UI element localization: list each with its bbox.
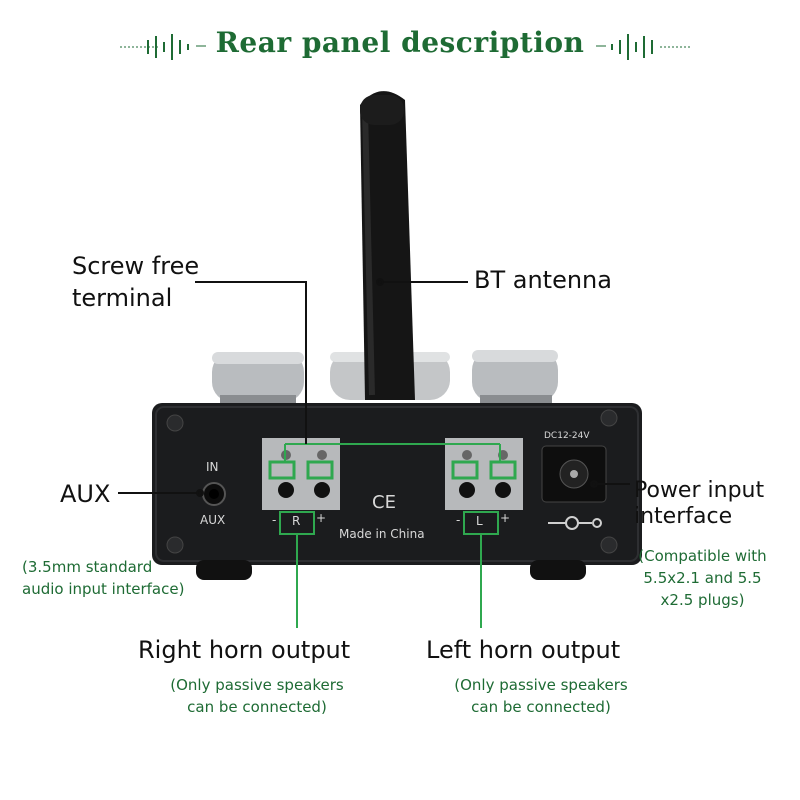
left-channel-label: L [476, 514, 483, 528]
right-terminal-block [262, 438, 340, 510]
made-in-label: Made in China [339, 527, 425, 541]
left-horn-note: (Only passive speakers can be connected) [428, 674, 654, 718]
dc-voltage-label: DC12-24V [544, 431, 590, 441]
left-minus-label: - [456, 513, 461, 527]
aux-label: AUX [60, 480, 111, 508]
dc-power-jack-icon [541, 445, 607, 503]
aux-note: (3.5mm standard audio input interface) [22, 556, 184, 600]
knob-left-icon [212, 352, 304, 407]
power-note-line2: 5.5x2.1 and 5.5 [643, 569, 762, 587]
right-horn-note-line2: can be connected) [187, 698, 327, 716]
left-plus-label: + [500, 511, 511, 525]
bt-antenna-icon [360, 91, 415, 400]
device-aux-label: AUX [200, 513, 226, 527]
right-minus-label: - [272, 513, 277, 527]
power-note: (Compatible with 5.5x2.1 and 5.5 x2.5 pl… [620, 545, 785, 611]
left-waveform-icon [120, 34, 206, 60]
bt-antenna-label: BT antenna [474, 266, 612, 294]
knob-right-icon [472, 350, 558, 407]
device-in-label: IN [206, 460, 219, 474]
right-horn-output-label: Right horn output [138, 636, 351, 664]
aux-note-line2: audio input interface) [22, 580, 185, 598]
power-note-line3: x2.5 plugs) [660, 591, 745, 609]
right-channel-label: R [292, 514, 301, 528]
polarity-symbol-icon [548, 516, 602, 530]
right-horn-note: (Only passive speakers can be connected) [144, 674, 370, 718]
screw-free-terminal-line1: Screw free [72, 252, 200, 280]
left-terminal-block [445, 438, 523, 510]
right-plus-label: + [316, 511, 327, 525]
aux-note-line1: (3.5mm standard [22, 558, 153, 576]
power-note-line1: (Compatible with [638, 547, 767, 565]
right-waveform-icon [596, 34, 690, 60]
page-title: Rear panel description [215, 26, 585, 59]
power-input-line2: interface [634, 504, 733, 529]
power-input-line1: Power input [634, 478, 765, 503]
left-horn-output-label: Left horn output [426, 636, 621, 664]
screw-free-terminal-label: Screw free terminal [72, 250, 199, 314]
left-horn-note-line2: can be connected) [471, 698, 611, 716]
aux-jack-icon [202, 482, 226, 506]
screw-free-terminal-line2: terminal [72, 284, 173, 312]
right-horn-note-line1: (Only passive speakers [170, 676, 344, 694]
ce-mark: CE [372, 492, 396, 513]
left-horn-note-line1: (Only passive speakers [454, 676, 628, 694]
power-input-label: Power input interface [634, 478, 764, 530]
